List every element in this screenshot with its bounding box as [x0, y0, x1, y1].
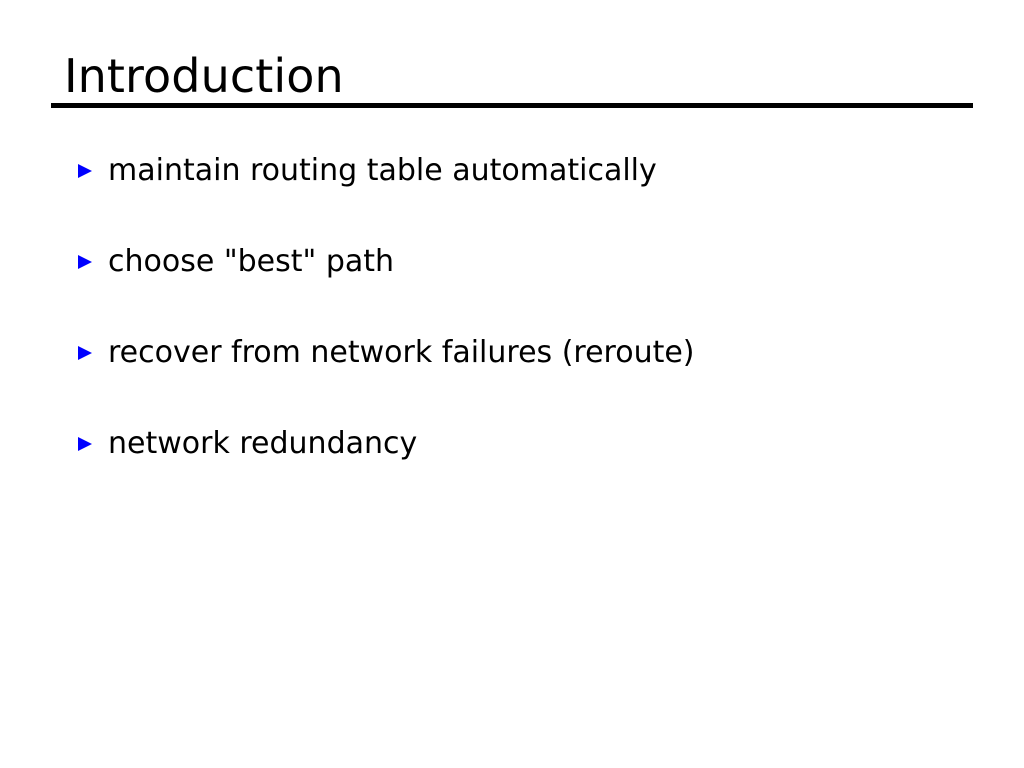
list-item: maintain routing table automatically: [78, 151, 978, 242]
list-item-label: choose "best" path: [108, 244, 395, 279]
title-block: Introduction: [51, 48, 973, 104]
list-item-label: recover from network failures (reroute): [108, 335, 695, 370]
title-underline-rule: [51, 103, 973, 108]
triangle-right-icon: [78, 255, 92, 269]
triangle-right-icon: [78, 437, 92, 451]
list-item-label: maintain routing table automatically: [108, 153, 657, 188]
list-item: choose "best" path: [78, 242, 978, 333]
list-item: network redundancy: [78, 424, 978, 515]
list-item-label: network redundancy: [108, 426, 418, 461]
page-title: Introduction: [64, 49, 344, 103]
bullet-list: maintain routing table automatically cho…: [78, 151, 978, 515]
list-item: recover from network failures (reroute): [78, 333, 978, 424]
triangle-right-icon: [78, 164, 92, 178]
triangle-right-icon: [78, 346, 92, 360]
